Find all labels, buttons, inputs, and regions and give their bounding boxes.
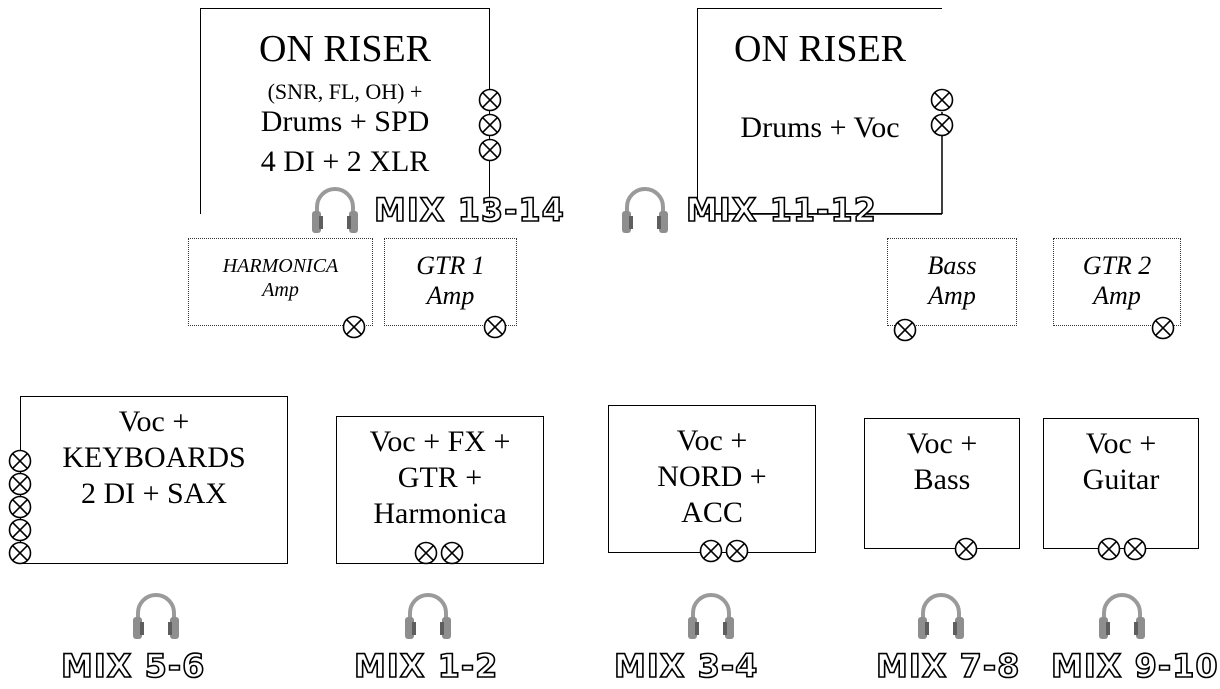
xlr-input-icon bbox=[725, 539, 749, 563]
riser-title: ON RISER bbox=[733, 28, 907, 70]
harmonica-amp: HARMONICA Amp bbox=[188, 238, 373, 326]
station-line: GTR + bbox=[397, 461, 483, 494]
riser-drums-voc: ON RISER Drums + Voc bbox=[697, 8, 942, 214]
mix-label-11-12: MIX 11-12 bbox=[685, 191, 877, 229]
station-line: NORD + bbox=[657, 460, 767, 493]
mix-label-1-2: MIX 1-2 bbox=[353, 647, 499, 685]
mix-label-13-14: MIX 13-14 bbox=[373, 191, 565, 229]
xlr-input-icon bbox=[8, 518, 32, 542]
xlr-input-icon bbox=[893, 318, 917, 342]
bass-amp: Bass Amp bbox=[887, 238, 1017, 326]
station-line: Voc + FX + bbox=[369, 425, 511, 458]
headphones-icon bbox=[312, 187, 358, 233]
mix-label-7-8: MIX 7-8 bbox=[875, 647, 1021, 685]
headphones-icon bbox=[622, 187, 668, 233]
station-line: Bass bbox=[913, 463, 971, 496]
headphones-icon bbox=[405, 593, 451, 639]
station-line: Voc + bbox=[906, 427, 978, 460]
xlr-input-icon bbox=[8, 495, 32, 519]
xlr-input-icon bbox=[930, 113, 954, 137]
riser-line: Drums + SPD bbox=[260, 105, 430, 138]
riser-line: Drums + Voc bbox=[740, 111, 900, 144]
xlr-input-icon bbox=[930, 88, 954, 112]
station-line: Voc + bbox=[118, 405, 190, 438]
xlr-input-icon bbox=[8, 541, 32, 565]
nord-acc-station: Voc + NORD + ACC bbox=[608, 405, 816, 553]
riser-title: ON RISER bbox=[258, 28, 432, 70]
headphones-icon bbox=[133, 593, 179, 639]
xlr-input-icon bbox=[478, 138, 502, 162]
amp-line: Amp bbox=[928, 281, 976, 310]
mix-label-3-4: MIX 3-4 bbox=[613, 647, 759, 685]
xlr-input-icon bbox=[1151, 316, 1175, 340]
headphones-icon bbox=[1099, 593, 1145, 639]
amp-line: Amp bbox=[262, 279, 299, 301]
xlr-input-icon bbox=[414, 541, 438, 565]
station-line: KEYBOARDS bbox=[62, 441, 246, 474]
station-line: Voc + bbox=[1085, 427, 1157, 460]
mix-label-5-6: MIX 5-6 bbox=[60, 647, 206, 685]
headphones-icon bbox=[918, 593, 964, 639]
xlr-input-icon bbox=[8, 449, 32, 473]
station-line: 2 DI + SAX bbox=[80, 477, 228, 510]
amp-line: Bass bbox=[927, 251, 977, 280]
station-line: Voc + bbox=[676, 424, 748, 457]
amp-line: GTR 1 bbox=[416, 251, 485, 280]
gtr-harmonica-station: Voc + FX + GTR + Harmonica bbox=[336, 416, 544, 564]
amp-line: Amp bbox=[426, 281, 475, 310]
riser-drums-spd: ON RISER (SNR, FL, OH) + Drums + SPD 4 D… bbox=[200, 8, 490, 214]
xlr-input-icon bbox=[478, 113, 502, 137]
xlr-input-icon bbox=[440, 541, 464, 565]
headphones-icon bbox=[688, 593, 734, 639]
xlr-input-icon bbox=[483, 315, 507, 339]
station-line: ACC bbox=[681, 496, 743, 529]
keyboards-station: Voc + KEYBOARDS 2 DI + SAX bbox=[20, 396, 288, 564]
gtr2-amp: GTR 2 Amp bbox=[1053, 238, 1181, 326]
gtr1-amp: GTR 1 Amp bbox=[384, 238, 517, 326]
amp-line: HARMONICA bbox=[222, 255, 339, 277]
xlr-input-icon bbox=[1097, 537, 1121, 561]
amp-line: GTR 2 bbox=[1082, 251, 1152, 280]
xlr-input-icon bbox=[478, 88, 502, 112]
xlr-input-icon bbox=[8, 472, 32, 496]
mix-label-9-10: MIX 9-10 bbox=[1050, 647, 1219, 685]
station-line: Guitar bbox=[1082, 463, 1160, 496]
riser-line: (SNR, FL, OH) + bbox=[267, 79, 423, 104]
guitar-station: Voc + Guitar bbox=[1043, 418, 1199, 549]
xlr-input-icon bbox=[699, 539, 723, 563]
xlr-input-icon bbox=[342, 315, 366, 339]
bass-station: Voc + Bass bbox=[864, 418, 1020, 549]
station-line: Harmonica bbox=[373, 497, 507, 530]
xlr-input-icon bbox=[1123, 537, 1147, 561]
xlr-input-icon bbox=[954, 537, 978, 561]
riser-line: 4 DI + 2 XLR bbox=[260, 145, 430, 178]
amp-line: Amp bbox=[1093, 281, 1141, 310]
